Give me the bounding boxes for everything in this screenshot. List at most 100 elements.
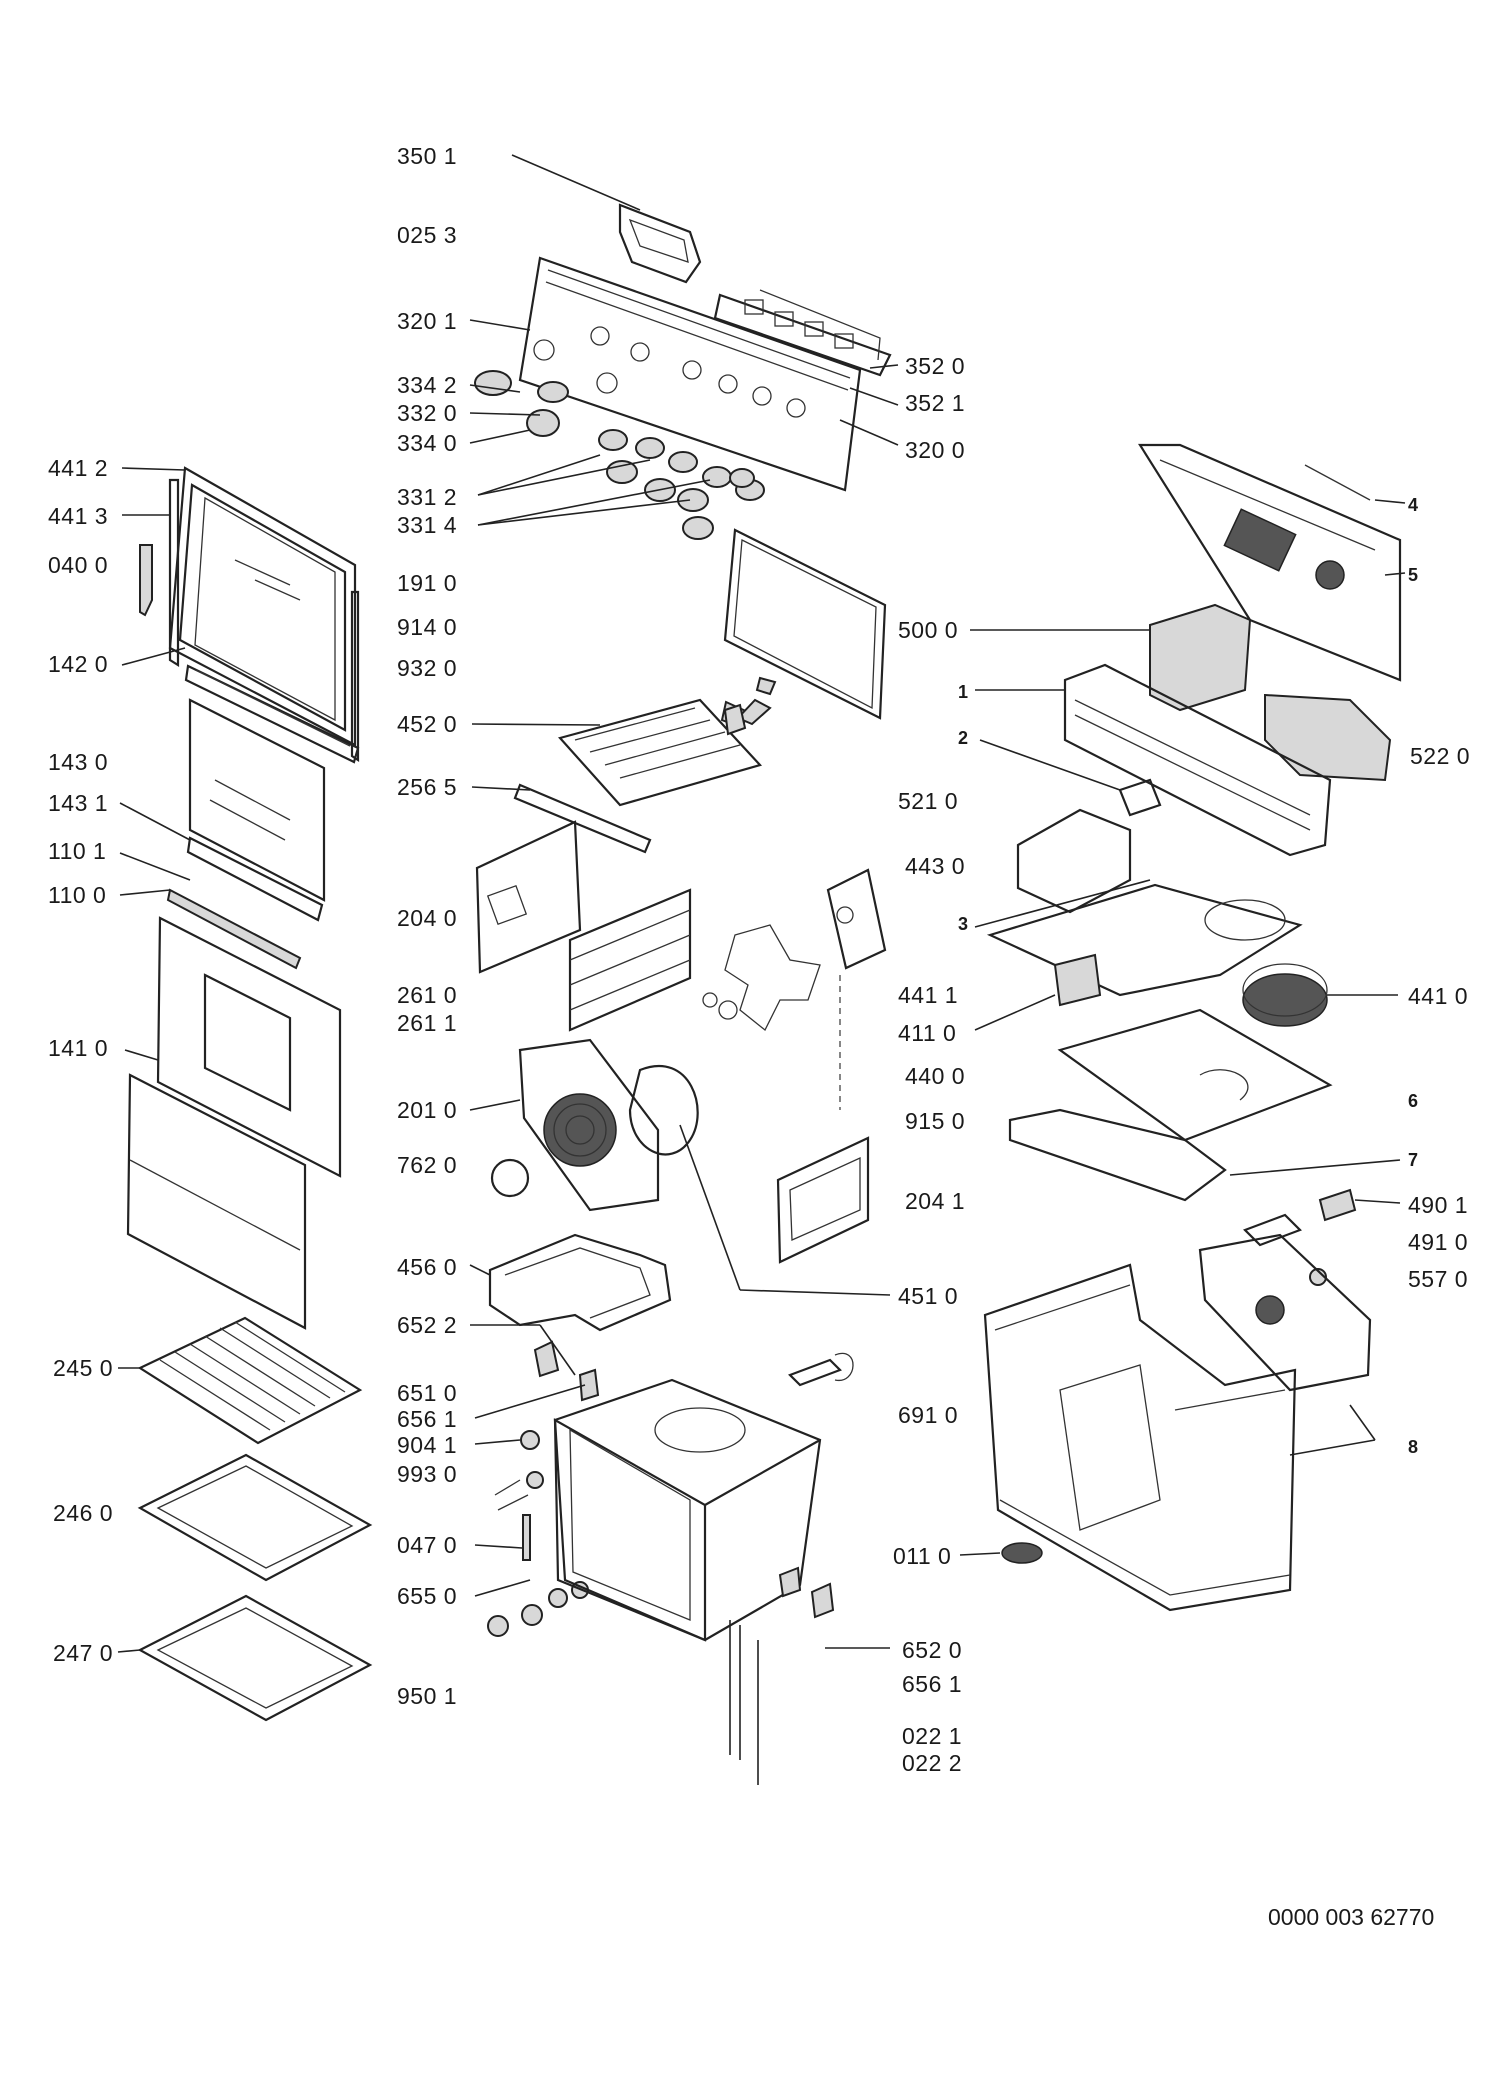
part-label: 440 0: [905, 1063, 966, 1089]
group-label: 4: [1408, 495, 1419, 515]
part-label: 652 0: [902, 1637, 963, 1663]
group-label: 5: [1408, 565, 1419, 585]
part-label: 993 0: [397, 1461, 458, 1487]
part-label: 441 0: [1408, 983, 1469, 1009]
part-label: 915 0: [905, 1108, 966, 1134]
door-handle: [166, 888, 302, 970]
inner-door-frame: [168, 466, 357, 747]
part-label: 950 1: [397, 1683, 458, 1709]
gasket: [490, 1158, 530, 1198]
part-label: 110 0: [48, 882, 107, 908]
part-label: 651 0: [397, 1380, 458, 1406]
oven-cavity: [553, 1378, 822, 1642]
part-label: 022 2: [902, 1750, 963, 1776]
rear-panel: [1198, 1233, 1372, 1392]
door-hinge: [139, 544, 153, 617]
thermostat-part: [520, 1430, 540, 1450]
group-label: 8: [1408, 1437, 1419, 1457]
small-board: [1118, 778, 1162, 817]
part-label: 334 2: [397, 372, 458, 398]
part-label: 191 0: [397, 570, 458, 596]
part-label: 411 0: [898, 1020, 957, 1046]
part-label: 011 0: [893, 1543, 952, 1569]
inner-glass: [188, 698, 326, 902]
part-label: 334 0: [397, 430, 458, 456]
cooling-fan: [1242, 973, 1328, 1027]
part-label: 261 0: [397, 982, 458, 1008]
part-label: 047 0: [397, 1532, 458, 1558]
clamp-part: [788, 1358, 842, 1387]
part-label: 521 0: [898, 788, 959, 814]
part-label: 932 0: [397, 655, 458, 681]
part-label: 443 0: [905, 853, 966, 879]
part-label: 441 2: [48, 455, 109, 481]
outer-door-glass: [126, 1073, 307, 1330]
knob-part: [474, 370, 512, 396]
outer-casing: [983, 1263, 1297, 1612]
part-label: 332 0: [397, 400, 458, 426]
relay-block: [1149, 603, 1252, 712]
part-label: 490 1: [1408, 1192, 1469, 1218]
part-label: 331 4: [397, 512, 458, 538]
part-label: 441 3: [48, 503, 109, 529]
fan-motor-2: [1053, 953, 1102, 1007]
part-label: 655 0: [397, 1583, 458, 1609]
part-label: 762 0: [397, 1152, 458, 1178]
top-plate: [1057, 1008, 1333, 1142]
group-label: 1: [958, 682, 969, 702]
part-label: 110 1: [48, 838, 107, 864]
control-panel-plate: [518, 256, 862, 492]
part-label: 204 1: [905, 1188, 966, 1214]
document-number: 0000 003 62770: [1268, 1904, 1435, 1930]
part-label: 247 0: [53, 1640, 114, 1666]
panel-handle-part: [618, 203, 702, 284]
door-seal: [723, 528, 887, 720]
part-label: 500 0: [898, 617, 959, 643]
part-label: 141 0: [48, 1035, 109, 1061]
part-label: 261 1: [397, 1010, 458, 1036]
part-label: 204 0: [397, 905, 458, 931]
side-rail: [513, 783, 652, 854]
control-board: [1264, 693, 1392, 782]
sensor-part: [1318, 1188, 1357, 1222]
part-label: 652 2: [397, 1312, 458, 1338]
part-label: 256 5: [397, 774, 458, 800]
cap-part: [1001, 1542, 1043, 1564]
control-housing: [1063, 663, 1332, 857]
part-label: 557 0: [1408, 1266, 1469, 1292]
fan-motor: [826, 868, 887, 970]
top-cover: [1138, 443, 1402, 682]
part-label: 691 0: [898, 1402, 959, 1428]
fan-housing: [1016, 808, 1132, 914]
part-label: 352 0: [905, 353, 966, 379]
part-label: 320 0: [905, 437, 966, 463]
part-label: 656 1: [397, 1406, 458, 1432]
part-label: 491 0: [1408, 1229, 1469, 1255]
side-panel-right: [776, 1136, 870, 1264]
outer-door-panel: [156, 916, 342, 1178]
group-label: 6: [1408, 1091, 1419, 1111]
part-label: 904 1: [397, 1432, 458, 1458]
door-strip: [184, 664, 360, 764]
group-label: 3: [958, 914, 969, 934]
part-label: 452 0: [397, 711, 458, 737]
part-label: 522 0: [1410, 743, 1471, 769]
part-label: 441 1: [898, 982, 959, 1008]
switch-part: [533, 1340, 560, 1378]
side-panel-left: [475, 820, 582, 974]
part-label: 456 0: [397, 1254, 458, 1280]
part-label: 350 1: [397, 143, 458, 169]
oven-rack: [137, 1316, 363, 1445]
part-label: 143 0: [48, 749, 109, 775]
baking-tray: [137, 1453, 373, 1582]
part-label: 143 1: [48, 790, 109, 816]
group-label: 7: [1408, 1150, 1419, 1170]
glass-support-bar: [186, 836, 324, 922]
part-label: 656 1: [902, 1671, 963, 1697]
fan-blade: [724, 924, 821, 1032]
group-label: 2: [958, 728, 969, 748]
part-label: 320 1: [397, 308, 458, 334]
circular-element: [628, 1064, 699, 1156]
part-label: 451 0: [898, 1283, 959, 1309]
